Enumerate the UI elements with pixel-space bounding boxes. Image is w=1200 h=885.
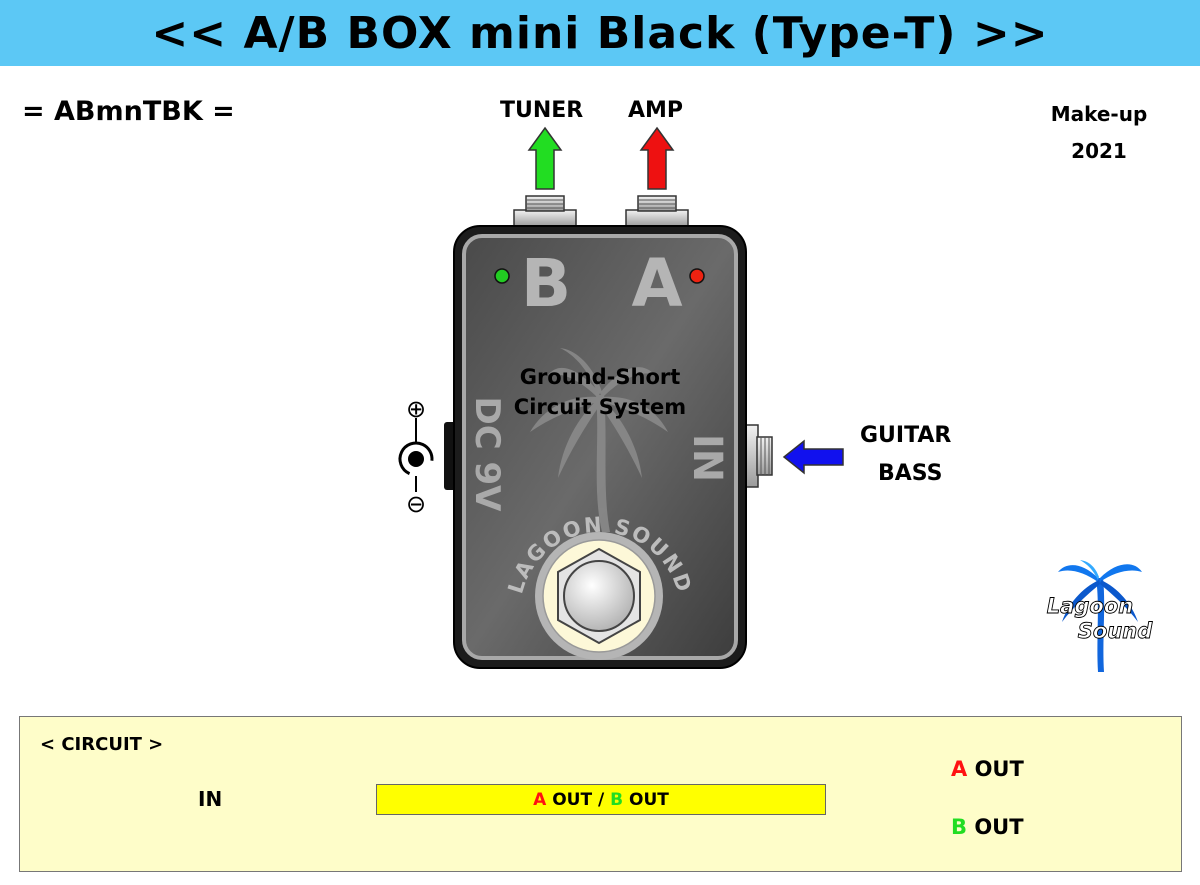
circuit-panel: < CIRCUIT > IN A OUT / B OUT A OUT B OUT bbox=[19, 716, 1182, 872]
title-banner: << A/B BOX mini Black (Type-T) >> bbox=[0, 0, 1200, 66]
in-label: IN bbox=[684, 434, 730, 482]
lagoon-sound-logo: Lagoon Sound bbox=[1046, 560, 1154, 672]
minus-icon: ⊖ bbox=[406, 490, 426, 518]
dc-polarity-icon bbox=[398, 418, 434, 492]
circuit-system-line2: Circuit System bbox=[514, 395, 686, 419]
circuit-title: < CIRCUIT > bbox=[40, 734, 164, 755]
bass-label: BASS bbox=[878, 461, 943, 486]
a-out-letter: A bbox=[951, 757, 968, 781]
tuner-label: TUNER bbox=[500, 98, 584, 123]
a-label: A bbox=[631, 245, 682, 322]
amp-arrow-icon bbox=[639, 126, 675, 190]
model-code: = ABmnTBK = bbox=[22, 96, 235, 127]
circuit-switch-bar: A OUT / B OUT bbox=[376, 784, 826, 815]
b-output-jack bbox=[513, 195, 577, 228]
makeup-label: Make-up bbox=[1050, 102, 1148, 126]
makeup-year: 2021 bbox=[1071, 139, 1127, 163]
circuit-a-out-label: A OUT bbox=[951, 757, 1024, 781]
dc-label: DC 9V bbox=[467, 397, 507, 513]
input-arrow-icon bbox=[782, 439, 844, 475]
circuit-in-label: IN bbox=[198, 787, 223, 811]
bar-b-letter: B bbox=[610, 789, 624, 810]
bar-b-text: OUT bbox=[629, 789, 669, 810]
circuit-system-line1: Ground-Short bbox=[520, 365, 681, 389]
tuner-arrow-icon bbox=[527, 126, 563, 190]
logo-word-2: Sound bbox=[1078, 619, 1153, 643]
led-b-indicator bbox=[494, 268, 510, 284]
a-output-jack bbox=[625, 195, 689, 228]
a-out-text: OUT bbox=[974, 757, 1024, 781]
b-out-letter: B bbox=[951, 815, 968, 839]
plus-icon: ⊕ bbox=[406, 395, 426, 423]
b-label: B bbox=[521, 245, 571, 322]
page-title: << A/B BOX mini Black (Type-T) >> bbox=[151, 7, 1049, 59]
amp-label: AMP bbox=[628, 98, 684, 123]
footswitch[interactable] bbox=[535, 532, 663, 660]
makeup-info: Make-up 2021 bbox=[1040, 96, 1158, 170]
guitar-label: GUITAR bbox=[860, 423, 952, 448]
bar-a-letter: A bbox=[533, 789, 547, 810]
circuit-b-out-label: B OUT bbox=[951, 815, 1024, 839]
palm-tree-icon bbox=[530, 348, 668, 532]
bar-a-text: OUT / bbox=[552, 789, 605, 810]
b-out-text: OUT bbox=[974, 815, 1024, 839]
logo-word-1: Lagoon bbox=[1047, 594, 1133, 618]
led-a-indicator bbox=[689, 268, 705, 284]
